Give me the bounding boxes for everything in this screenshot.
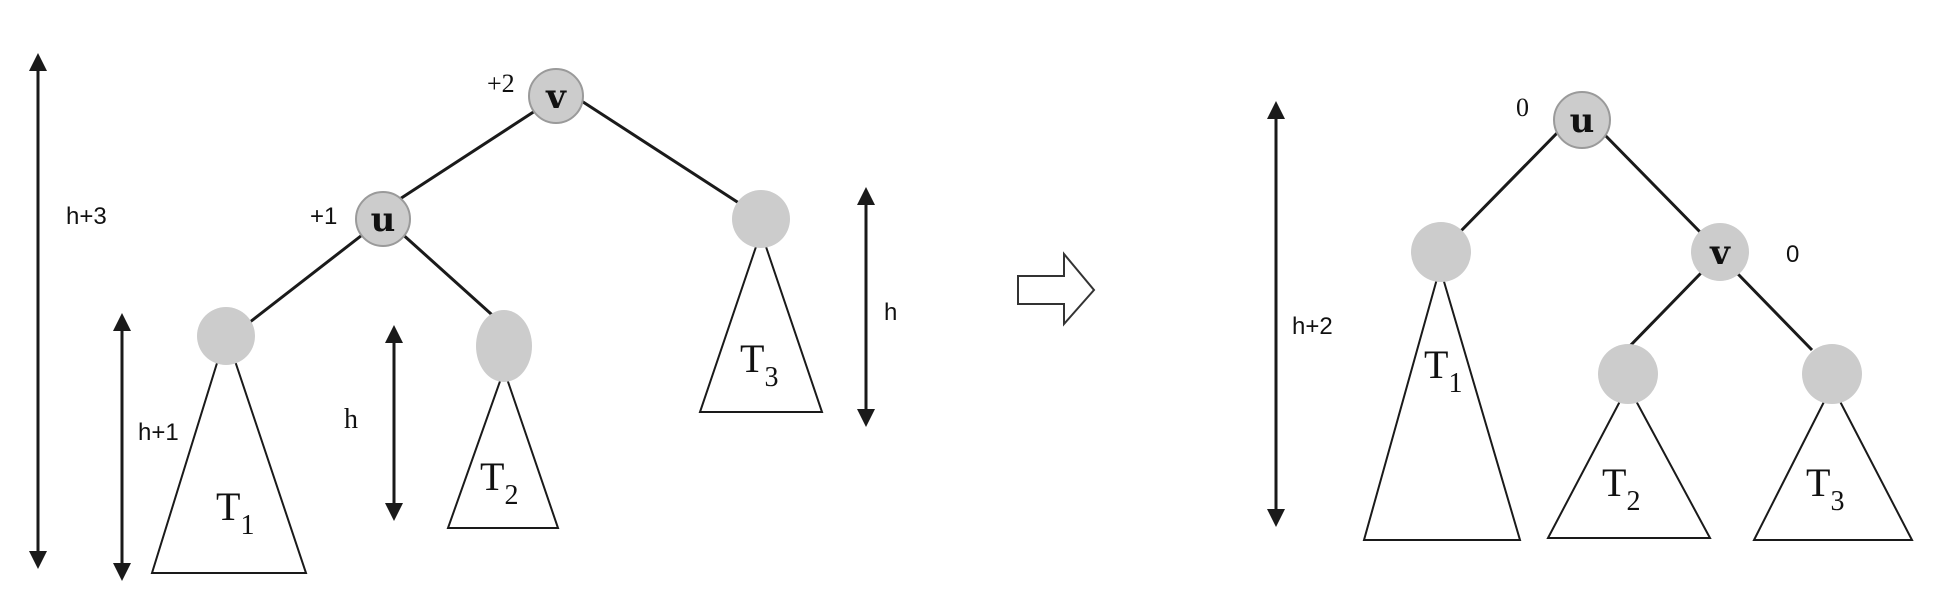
node-v-balance: 0 [1786, 241, 1799, 268]
height-label-total: h+3 [66, 203, 107, 230]
left-tree: T1 T2 T3 v +2 u +1 h+3 h+1 h h [29, 53, 897, 581]
edge-v-t2root [1624, 270, 1704, 352]
node-v [528, 68, 584, 124]
t2-root-node [1598, 344, 1658, 404]
node-v [1691, 223, 1749, 281]
height-label-t2: h [344, 404, 358, 435]
t1-root-node [197, 307, 255, 365]
subtree-t3-triangle [698, 228, 824, 413]
subtree-t1-triangle [150, 330, 308, 574]
subtree-t3-label: T3 [740, 336, 778, 393]
height-label-total: h+2 [1292, 313, 1333, 340]
subtree-t2-triangle [446, 366, 560, 529]
node-u-balance: 0 [1516, 93, 1529, 122]
node-u [355, 191, 411, 247]
node-u-balance: +1 [310, 203, 337, 230]
node-u [1553, 91, 1611, 149]
edge-v-t3root [579, 98, 763, 220]
height-label-t1: h+1 [138, 419, 179, 446]
t3-root-node [1802, 344, 1862, 404]
right-tree: T1 T2 T3 u 0 v 0 h+2 [1267, 91, 1914, 541]
node-u-label: u [1570, 101, 1595, 141]
node-v-label: v [1709, 233, 1731, 273]
node-u-label: u [371, 200, 396, 240]
node-v-balance: +2 [487, 69, 515, 98]
edge-u-t2root [398, 230, 502, 324]
t2-root-node [476, 310, 532, 382]
subtree-t2-label: T2 [480, 454, 518, 511]
edge-u-t1root [1454, 126, 1564, 238]
subtree-t1-triangle [1362, 264, 1522, 541]
t3-root-node [732, 190, 790, 248]
edge-u-t1root [249, 230, 367, 324]
subtree-t3-triangle [1752, 383, 1914, 541]
t1-root-node [1411, 222, 1471, 282]
edge-v-t3root [1734, 270, 1814, 352]
subtree-t3-label: T3 [1806, 460, 1844, 517]
edge-u-v [1598, 128, 1706, 238]
height-label-t3: h [884, 299, 897, 326]
subtree-t1-label: T1 [216, 484, 254, 541]
subtree-t2-label: T2 [1602, 460, 1640, 517]
subtree-t2-triangle [1546, 383, 1712, 539]
right-block-arrow-icon [1017, 251, 1096, 327]
node-v-label: v [545, 77, 567, 117]
subtree-t1-label: T1 [1424, 342, 1462, 399]
edge-v-u [385, 94, 559, 210]
